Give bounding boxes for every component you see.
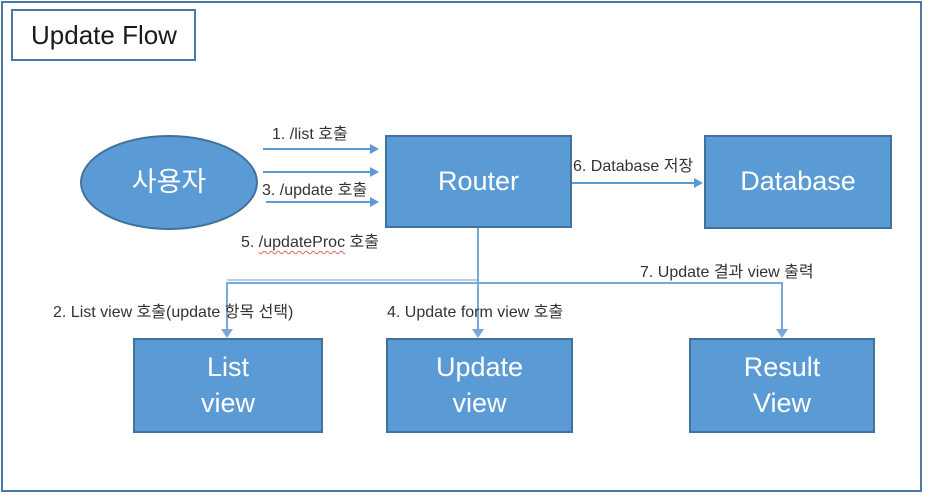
arrowhead-list-view: [221, 329, 233, 338]
edge-label-7: 7. Update 결과 view 출력: [640, 264, 814, 281]
diagram-title-box: Update Flow: [11, 9, 196, 61]
connector-resultview-drop: [781, 282, 783, 330]
node-result-view-label-line2: View: [752, 387, 812, 418]
node-result-view-label-line1: Result: [743, 352, 821, 383]
node-user-label: 사용자: [131, 166, 207, 197]
arrowhead-result-view: [776, 329, 788, 338]
node-update-view-label-line2: view: [452, 387, 507, 418]
edge-label-5-misspelled-word: /updateProc: [258, 234, 346, 251]
arrow-database-save: [572, 178, 703, 188]
node-update-view-label-line1: Update: [435, 352, 524, 383]
arrow-list-call: [263, 144, 379, 154]
arrow-update-call: [263, 167, 379, 177]
edge-label-5: 5. /updateProc 호출: [241, 228, 379, 252]
node-result-view: Result View: [689, 338, 875, 433]
node-update-view: Update view: [386, 338, 573, 433]
node-router: Router: [385, 135, 572, 228]
node-router-label: Router: [437, 165, 520, 196]
connector-router-down: [477, 228, 479, 330]
edge-label-5-prefix: 5.: [241, 234, 259, 251]
edge-label-1: 1. /list 호출: [272, 126, 348, 143]
edge-label-4: 4. Update form view 호출: [387, 304, 564, 321]
node-database-label: Database: [740, 166, 856, 197]
diagram-title: Update Flow: [31, 19, 177, 50]
connector-horizontal: [227, 282, 783, 284]
edge-label-2: 2. List view 호출(update 항목 선택): [53, 304, 294, 321]
edge-label-6: 6. Database 저장: [573, 158, 694, 175]
connector-overlap-highlight: [227, 279, 477, 281]
connector-listview-drop: [226, 282, 228, 330]
node-list-view-label-line1: List: [206, 352, 250, 383]
node-list-view: List view: [133, 338, 323, 433]
node-database: Database: [704, 135, 892, 229]
arrow-updateproc-call: [266, 197, 379, 207]
edge-label-3: 3. /update 호출: [262, 182, 368, 199]
node-user: 사용자: [80, 135, 258, 230]
arrowhead-update-view: [472, 329, 484, 338]
edge-label-5-suffix: 호출: [345, 234, 379, 251]
node-list-view-label-line2: view: [200, 387, 255, 418]
